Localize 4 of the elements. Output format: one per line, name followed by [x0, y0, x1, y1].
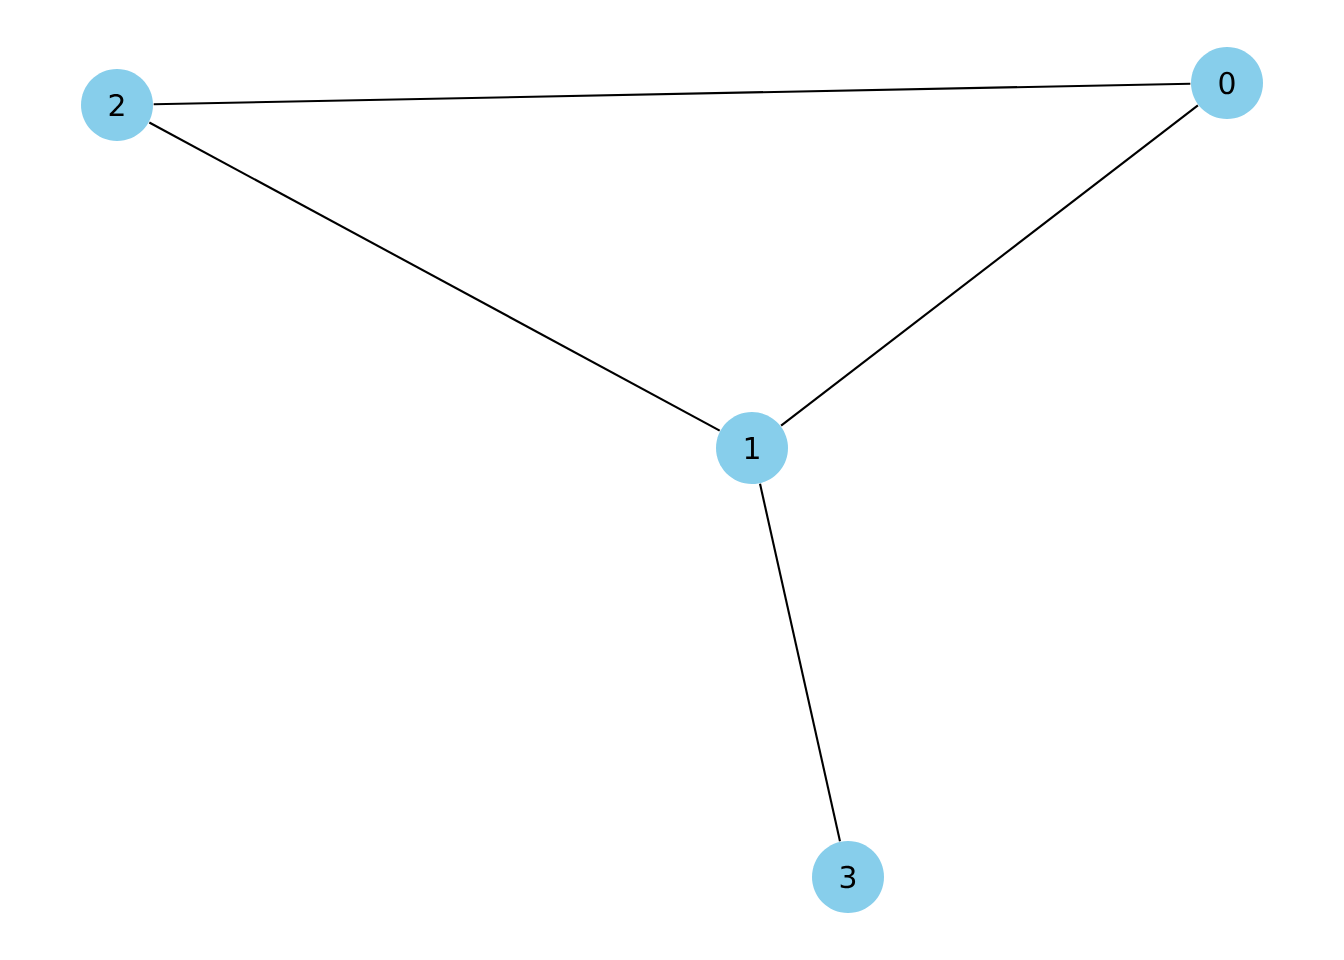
edge-line [759, 483, 841, 842]
edge-line [153, 82, 1191, 106]
edge-line [148, 121, 721, 432]
edge-line [780, 104, 1199, 427]
